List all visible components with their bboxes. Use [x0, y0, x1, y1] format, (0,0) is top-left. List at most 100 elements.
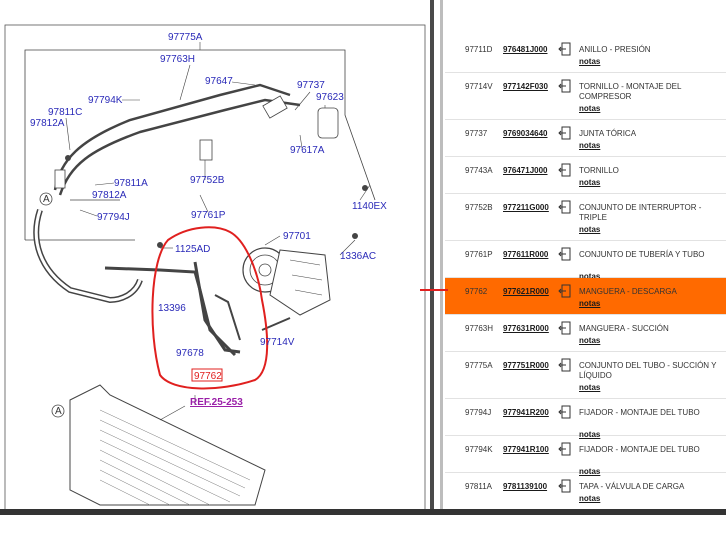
part-description: MANGUERA - SUCCIÓN	[579, 324, 669, 333]
callout-97812A: 97812A	[30, 118, 65, 129]
callout-97623: 97623	[316, 92, 344, 103]
part-ref: 97811A	[465, 482, 492, 491]
callout-ref-25-253[interactable]: REF.25-253	[190, 397, 243, 408]
callout-97762: 97762	[194, 371, 222, 382]
add-to-cart-icon[interactable]	[557, 284, 571, 298]
part-row[interactable]: 97762 977621R000 MANGUERA - DESCARGA notas	[445, 278, 726, 315]
callout-13396: 13396	[158, 303, 186, 314]
part-ref: 97794K	[465, 445, 493, 454]
part-ref: 97794J	[465, 408, 492, 417]
part-number-link[interactable]: 977611R000	[503, 250, 549, 259]
add-to-cart-icon[interactable]	[557, 405, 571, 419]
part-row[interactable]: 97811A 9781139100 TAPA - VÁLVULA DE CARGA n…	[445, 473, 726, 509]
part-row[interactable]: 97743A 976471J000 TORNILLO notas	[445, 157, 726, 194]
callout-1125AD: 1125AD	[175, 244, 210, 255]
part-ref: 97763H	[465, 324, 494, 333]
part-description: CONJUNTO DE TUBERÍA Y TUBO	[579, 250, 705, 259]
callout-1140EX: 1140EX	[352, 201, 387, 212]
add-to-cart-icon[interactable]	[557, 163, 571, 177]
part-number-link[interactable]: 977751R000	[503, 361, 549, 370]
callout-97763H: 97763H	[160, 54, 195, 65]
notes-link[interactable]: notas	[579, 336, 601, 345]
part-row[interactable]: 97711D 976481J000 ANILLO - PRESIÓN notas	[445, 36, 726, 73]
notes-link[interactable]: notas	[579, 494, 601, 503]
notes-link[interactable]: notas	[579, 299, 601, 308]
add-to-cart-icon[interactable]	[557, 200, 571, 214]
part-row[interactable]: 97761P 977611R000 CONJUNTO DE TUBERÍA Y TU…	[445, 241, 726, 281]
callout-A-2: A	[55, 406, 62, 417]
notes-link[interactable]: notas	[579, 272, 601, 281]
part-ref: 97737	[465, 129, 488, 138]
part-ref: 97775A	[465, 361, 493, 370]
add-to-cart-icon[interactable]	[557, 126, 571, 140]
add-to-cart-icon[interactable]	[557, 247, 571, 261]
part-row[interactable]: 97794K 977941R100 FIJADOR - MONTAJE DEL TU…	[445, 436, 726, 476]
notes-link[interactable]: notas	[579, 57, 601, 66]
part-description: TORNILLO	[579, 166, 619, 175]
part-description: MANGUERA - DESCARGA	[579, 287, 677, 296]
callout-97811C: 97811C	[48, 107, 82, 118]
callout-97737: 97737	[297, 80, 325, 91]
part-number-link[interactable]: 977941R100	[503, 445, 549, 454]
part-number-link[interactable]: 976481J000	[503, 45, 548, 54]
part-description: TORNILLO - MONTAJE DEL COMPRESOR	[579, 82, 682, 101]
part-ref: 97711D	[465, 45, 493, 54]
scrollbar[interactable]	[440, 0, 443, 515]
callout-97714V: 97714V	[260, 337, 295, 348]
part-row[interactable]: 97763H 977631R000 MANGUERA - SUCCIÓN notas	[445, 315, 726, 352]
callout-A-1: A	[43, 194, 50, 205]
notes-link[interactable]: notas	[579, 141, 601, 150]
bottom-strip	[0, 515, 726, 539]
notes-link[interactable]: notas	[579, 467, 601, 476]
part-description: ANILLO - PRESIÓN	[579, 45, 651, 54]
add-to-cart-icon[interactable]	[557, 42, 571, 56]
callout-97647: 97647	[205, 76, 233, 87]
callout-97701: 97701	[283, 231, 311, 242]
notes-link[interactable]: notas	[579, 104, 601, 113]
part-number-link[interactable]: 977211G000	[503, 203, 549, 212]
part-description: FIJADOR - MONTAJE DEL TUBO	[579, 408, 700, 417]
part-number-link[interactable]: 977142F030	[503, 82, 548, 91]
part-ref: 97762	[465, 287, 488, 296]
add-to-cart-icon[interactable]	[557, 358, 571, 372]
callout-97812A-2: 97812A	[92, 190, 127, 201]
parts-diagram: 97775A 97763H 97647 97737 97623 97794K 9…	[4, 24, 426, 515]
part-ref: 97743A	[465, 166, 493, 175]
part-row[interactable]: 97794J 977941R200 FIJADOR - MONTAJE DEL TU…	[445, 399, 726, 439]
part-description: FIJADOR - MONTAJE DEL TUBO	[579, 445, 700, 454]
notes-link[interactable]: notas	[579, 178, 601, 187]
add-to-cart-icon[interactable]	[557, 442, 571, 456]
panel-divider	[430, 0, 434, 515]
bottom-bar	[0, 509, 726, 515]
part-row[interactable]: 97775A 977751R000 CONJUNTO DEL TUBO - SUCC…	[445, 352, 726, 399]
add-to-cart-icon[interactable]	[557, 321, 571, 335]
part-description: CONJUNTO DEL TUBO - SUCCIÓN Y LÍQUIDO	[579, 361, 717, 380]
part-number-link[interactable]: 977941R200	[503, 408, 549, 417]
callout-97761P: 97761P	[191, 210, 226, 221]
callout-97775A: 97775A	[168, 32, 203, 43]
part-description: CONJUNTO DE INTERRUPTOR - TRIPLE	[579, 203, 702, 222]
callout-1336AC: 1336AC	[340, 251, 376, 262]
notes-link[interactable]: notas	[579, 225, 601, 234]
callout-97794K: 97794K	[88, 95, 123, 106]
callout-97617A: 97617A	[290, 145, 325, 156]
part-number-link[interactable]: 977621R000	[503, 287, 549, 296]
part-description: TAPA - VÁLVULA DE CARGA	[579, 482, 685, 491]
add-to-cart-icon[interactable]	[557, 479, 571, 493]
part-ref: 97761P	[465, 250, 493, 259]
part-number-link[interactable]: 976471J000	[503, 166, 548, 175]
notes-link[interactable]: notas	[579, 383, 601, 392]
callout-97678: 97678	[176, 348, 204, 359]
callout-97794J: 97794J	[97, 212, 130, 223]
part-row[interactable]: 97714V 977142F030 TORNILLO - MONTAJE DEL C…	[445, 73, 726, 120]
notes-link[interactable]: notas	[579, 430, 601, 439]
part-number-link[interactable]: 977631R000	[503, 324, 549, 333]
add-to-cart-icon[interactable]	[557, 79, 571, 93]
markup-arrow	[420, 289, 448, 291]
part-number-link[interactable]: 9769034640	[503, 129, 548, 138]
part-number-link[interactable]: 9781139100	[503, 482, 548, 491]
part-ref: 97714V	[465, 82, 493, 91]
